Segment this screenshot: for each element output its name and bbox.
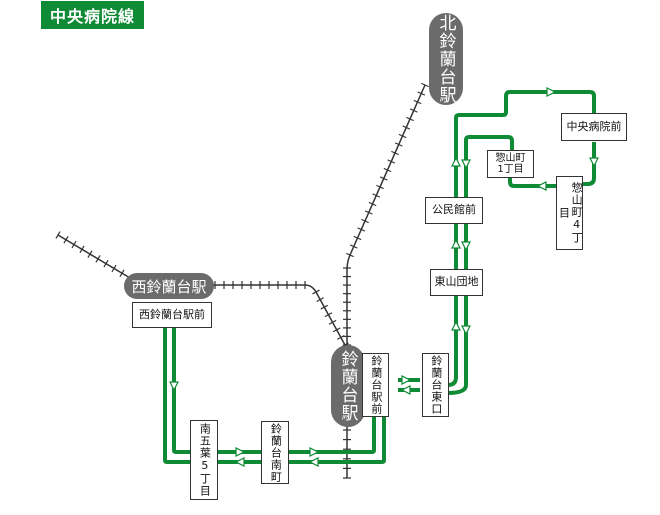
stop-kominkan-mae[interactable]: 公民館前 (425, 197, 483, 224)
railway-tie (328, 319, 337, 325)
railway-tie (320, 304, 329, 310)
railway-tie (357, 227, 366, 232)
arrow-down-icon (589, 157, 599, 168)
arrow-right-icon (401, 375, 412, 385)
stop-suzurandai-minamimachi[interactable]: 鈴蘭台南町 (261, 421, 289, 484)
route-line-e (447, 90, 596, 387)
railway-tie (379, 176, 388, 181)
arrow-left-icon (234, 457, 245, 467)
railway-tie (387, 159, 396, 164)
railway-tie (312, 289, 320, 295)
arrow-left-icon (400, 385, 411, 395)
arrow-right-icon (235, 447, 246, 457)
stop-chuo-byoin-mae[interactable]: 中央病院前 (561, 113, 627, 141)
railway-nishi-to-suzurandai (210, 284, 346, 346)
railway-tie (55, 231, 61, 239)
railway-tie (332, 327, 341, 333)
railway-tie (87, 250, 93, 258)
railway-tie (111, 264, 117, 273)
stop-higashiyama-danchi[interactable]: 東山団地 (430, 269, 483, 296)
railway-tie (409, 108, 418, 113)
railway-tie (346, 252, 354, 258)
station-nishi-suzurandai[interactable]: 西鈴蘭台駅 (124, 273, 214, 299)
stop-nishi-suzurandai-ekimae[interactable]: 西鈴蘭台駅前 (132, 302, 212, 328)
railway-north (346, 84, 426, 345)
arrow-left-icon (308, 457, 319, 467)
railway-tie (402, 125, 411, 130)
railway-tie (394, 142, 403, 147)
stop-soyamacho-1[interactable]: 惣山町 1丁目 (487, 150, 534, 178)
railway-tie (376, 184, 384, 190)
route-line-h (508, 177, 556, 188)
station-kita-suzurandai[interactable]: 北鈴蘭台駅 (429, 13, 463, 105)
railway-ties (55, 82, 429, 479)
railway-tie (406, 116, 414, 122)
railway-tie (324, 312, 333, 318)
station-suzurandai[interactable]: 鈴蘭台駅 (331, 345, 365, 427)
railway-tie (383, 167, 392, 173)
route-title: 中央病院線 (41, 1, 144, 29)
railway-tie (71, 240, 77, 249)
arrow-left-icon (536, 181, 547, 191)
route-line-f (447, 135, 514, 395)
arrow-down-icon (169, 381, 179, 392)
railway-tie (119, 269, 125, 277)
railway-tie (361, 218, 369, 224)
stop-suzurandai-ekimae[interactable]: 鈴蘭台駅前 (362, 353, 389, 417)
stop-suzurandai-higashiguchi[interactable]: 鈴蘭台東口 (422, 353, 449, 417)
route-line-g (578, 142, 596, 186)
railway-tie (79, 245, 85, 254)
railway-tie (368, 201, 377, 207)
railway-tie (353, 235, 362, 241)
railway-west (57, 234, 131, 279)
railway-tie (413, 99, 422, 105)
railway-tie (421, 82, 429, 88)
railway-tie (391, 150, 399, 156)
arrow-up-icon (451, 320, 461, 331)
arrow-down-icon (461, 241, 471, 252)
arrow-down-icon (461, 159, 471, 170)
arrow-right-icon (546, 87, 557, 97)
railway-tie (316, 297, 324, 303)
railway-tie (63, 236, 69, 244)
railway-tie (372, 193, 381, 198)
railway-tie (398, 133, 407, 139)
railway-tie (349, 244, 358, 249)
railway-tie (95, 255, 101, 263)
stop-minami-goyo-5[interactable]: 南五葉5丁目 (190, 420, 218, 500)
railway-tie (103, 259, 109, 268)
railway-tie (417, 91, 426, 96)
railway-tie (364, 210, 373, 215)
arrow-right-icon (309, 447, 320, 457)
arrow-up-icon (451, 238, 461, 249)
arrow-down-icon (461, 325, 471, 336)
arrow-up-icon (451, 156, 461, 167)
stop-soyamacho-4[interactable]: 惣山町4丁目 (556, 176, 583, 250)
